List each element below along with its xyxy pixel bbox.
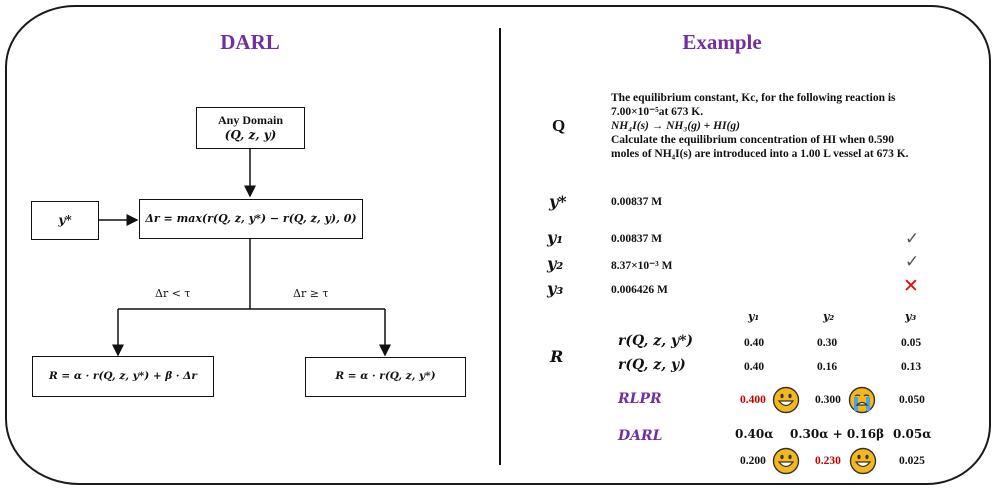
check-icon: ✓ — [905, 229, 920, 249]
question-line-3: NH₄I(s) → NH₃(g) + HI(g) — [611, 120, 740, 132]
col-header-y1: y₁ — [748, 310, 760, 323]
ystar-box: y* — [31, 201, 99, 240]
darl-title: DARL — [220, 30, 280, 54]
cell-darl-y2: 0.30α + 0.16β — [790, 427, 885, 441]
grinning-face-icon — [772, 386, 800, 414]
cell-r2-y3: 0.13 — [901, 361, 922, 373]
delta-r-formula: Δr = max(r(Q, z, y*) − r(Q, z, y), 0) — [145, 212, 357, 226]
question-line-4: Calculate the equilibrium concentration … — [611, 134, 895, 146]
cell-darlv-y2: 0.230 — [815, 455, 841, 467]
cell-rlpr-y2: 0.300 — [815, 394, 841, 406]
row-label-r-y: r(Q, z, y) — [618, 357, 686, 373]
cell-rlpr-y3: 0.050 — [899, 394, 925, 406]
cell-r2-y2: 0.16 — [817, 361, 838, 373]
delta-r-box: Δr = max(r(Q, z, y*) − r(Q, z, y), 0) — [139, 199, 363, 239]
row-label-darl: DARL — [618, 428, 663, 444]
row-label-r-ystar: r(Q, z, y*) — [618, 333, 694, 349]
answer-1-value: 0.00837 M — [611, 233, 663, 245]
grinning-face-icon — [849, 447, 877, 475]
any-domain-box: Any Domain (Q, z, y) — [196, 107, 305, 149]
question-line-1: The equilibrium constant, Kc, for the fo… — [611, 92, 896, 104]
panel-divider — [499, 28, 501, 465]
cell-r1-y1: 0.40 — [744, 337, 765, 349]
cell-r1-y2: 0.30 — [817, 337, 838, 349]
reward-right-formula: R = α · r(Q, z, y*) — [335, 370, 436, 383]
grinning-face-icon — [772, 447, 800, 475]
any-domain-label: Any Domain — [217, 113, 283, 127]
cell-rlpr-y1: 0.400 — [740, 394, 766, 406]
cell-r1-y3: 0.05 — [901, 337, 922, 349]
cell-darlv-y3: 0.025 — [899, 455, 925, 467]
answer-2-value: 8.37×10⁻³ M — [611, 260, 673, 272]
branch-left-label: Δr < τ — [155, 287, 191, 300]
ystar-example-value: 0.00837 M — [611, 196, 663, 208]
cell-darl-y1: 0.40α — [735, 427, 774, 441]
col-header-y2: y₂ — [823, 310, 835, 323]
reward-left-formula: R = α · r(Q, z, y*) + β · Δr — [49, 369, 197, 382]
check-icon: ✓ — [905, 252, 920, 272]
example-title: Example — [682, 30, 762, 54]
reward-left-box: R = α · r(Q, z, y*) + β · Δr — [32, 356, 214, 397]
cell-r2-y1: 0.40 — [744, 361, 765, 373]
ystar-example-label: y* — [549, 192, 567, 211]
question-line-5: moles of NH₄I(s) are introduced into a 1… — [611, 148, 909, 160]
answer-2-label: y₂ — [547, 254, 564, 273]
cross-icon: ✕ — [903, 275, 919, 297]
outer-frame — [5, 5, 991, 485]
r-label: R — [550, 347, 564, 366]
cell-darlv-y1: 0.200 — [740, 455, 766, 467]
question-line-2: 7.00×10⁻⁵at 673 K. — [611, 106, 704, 118]
col-header-y3: y₃ — [905, 310, 917, 323]
branch-right-label: Δr ≥ τ — [293, 287, 329, 300]
reward-right-box: R = α · r(Q, z, y*) — [305, 357, 466, 397]
answer-3-value: 0.006426 M — [611, 284, 668, 296]
q-label: Q — [552, 116, 566, 135]
answer-1-label: y₁ — [547, 228, 564, 247]
crying-face-icon — [848, 386, 876, 414]
ystar-label: y* — [58, 213, 72, 227]
cell-darl-y3: 0.05α — [893, 427, 932, 441]
question-text: The equilibrium constant, Kc, for the fo… — [611, 91, 909, 161]
any-domain-tuple: (Q, z, y) — [224, 128, 277, 142]
row-label-rlpr: RLPR — [618, 391, 662, 407]
answer-3-label: y₃ — [547, 279, 564, 298]
